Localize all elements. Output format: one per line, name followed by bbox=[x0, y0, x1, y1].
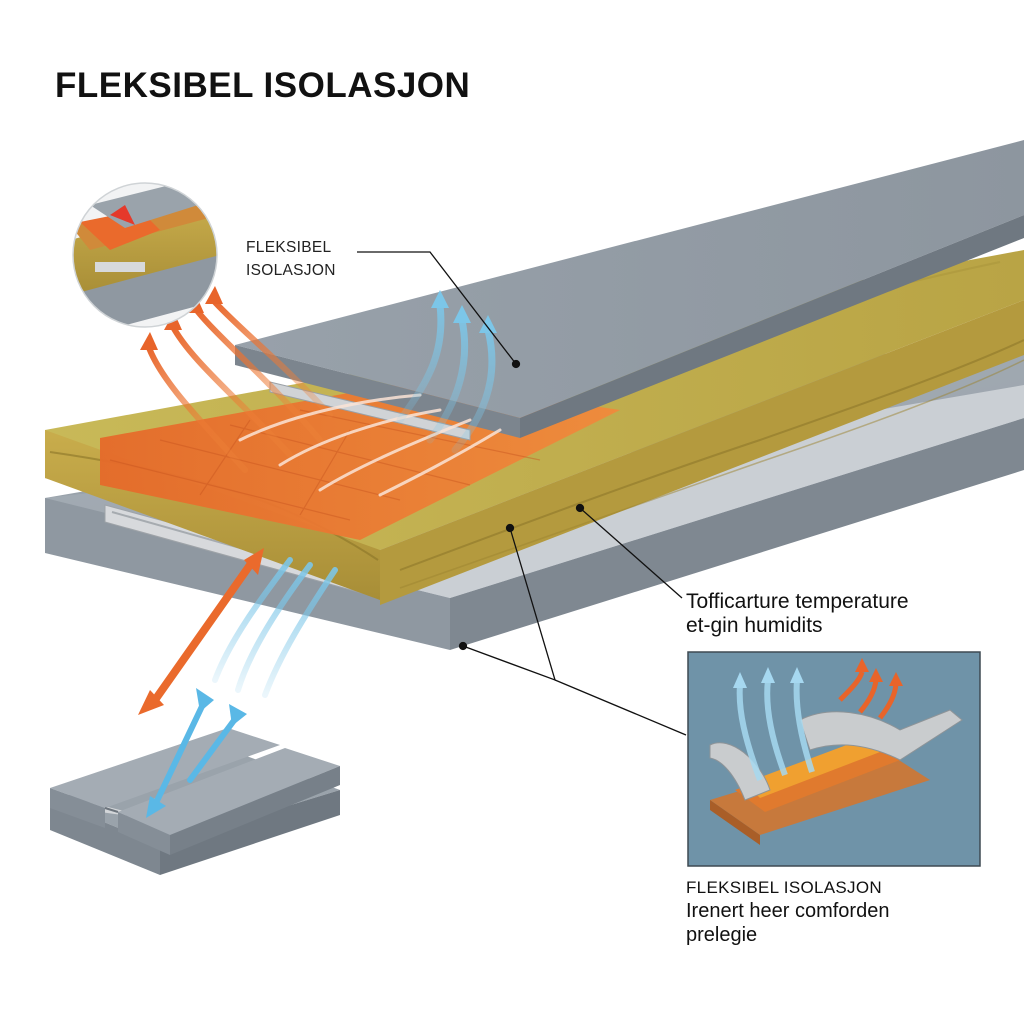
pale-arrows bbox=[238, 393, 502, 497]
top-callout-line2: ISOLASJON bbox=[246, 262, 336, 279]
inset-panel bbox=[687, 651, 981, 867]
inset-caption: FLEKSIBEL ISOLASJON Irenert heer comford… bbox=[686, 877, 889, 947]
small-board-assembly bbox=[50, 728, 340, 875]
inset-caption-line2: prelegie bbox=[686, 924, 758, 946]
lower-air-strands bbox=[212, 557, 338, 698]
detail-circle bbox=[72, 182, 218, 328]
leader-lines bbox=[357, 251, 687, 736]
right-callout-line1: Tofficarture temperature bbox=[686, 590, 909, 613]
heat-arrows bbox=[140, 286, 333, 473]
right-callout-line2: et-gin humidits bbox=[686, 614, 823, 637]
small-air-arrows bbox=[146, 688, 247, 818]
double-heat-arrow bbox=[138, 548, 264, 715]
air-arrows bbox=[396, 290, 497, 454]
inset-caption-title: FLEKSIBEL ISOLASJON bbox=[686, 878, 882, 897]
inset-caption-line1: Irenert heer comforden bbox=[686, 900, 890, 922]
page-title: FLEKSIBEL ISOLASJON bbox=[55, 66, 471, 105]
top-callout-line1: FLEKSIBEL bbox=[246, 239, 332, 256]
top-callout-label: FLEKSIBEL ISOLASJON bbox=[246, 236, 336, 282]
right-callout-label: Tofficarture temperature et-gin humidits bbox=[686, 590, 909, 638]
